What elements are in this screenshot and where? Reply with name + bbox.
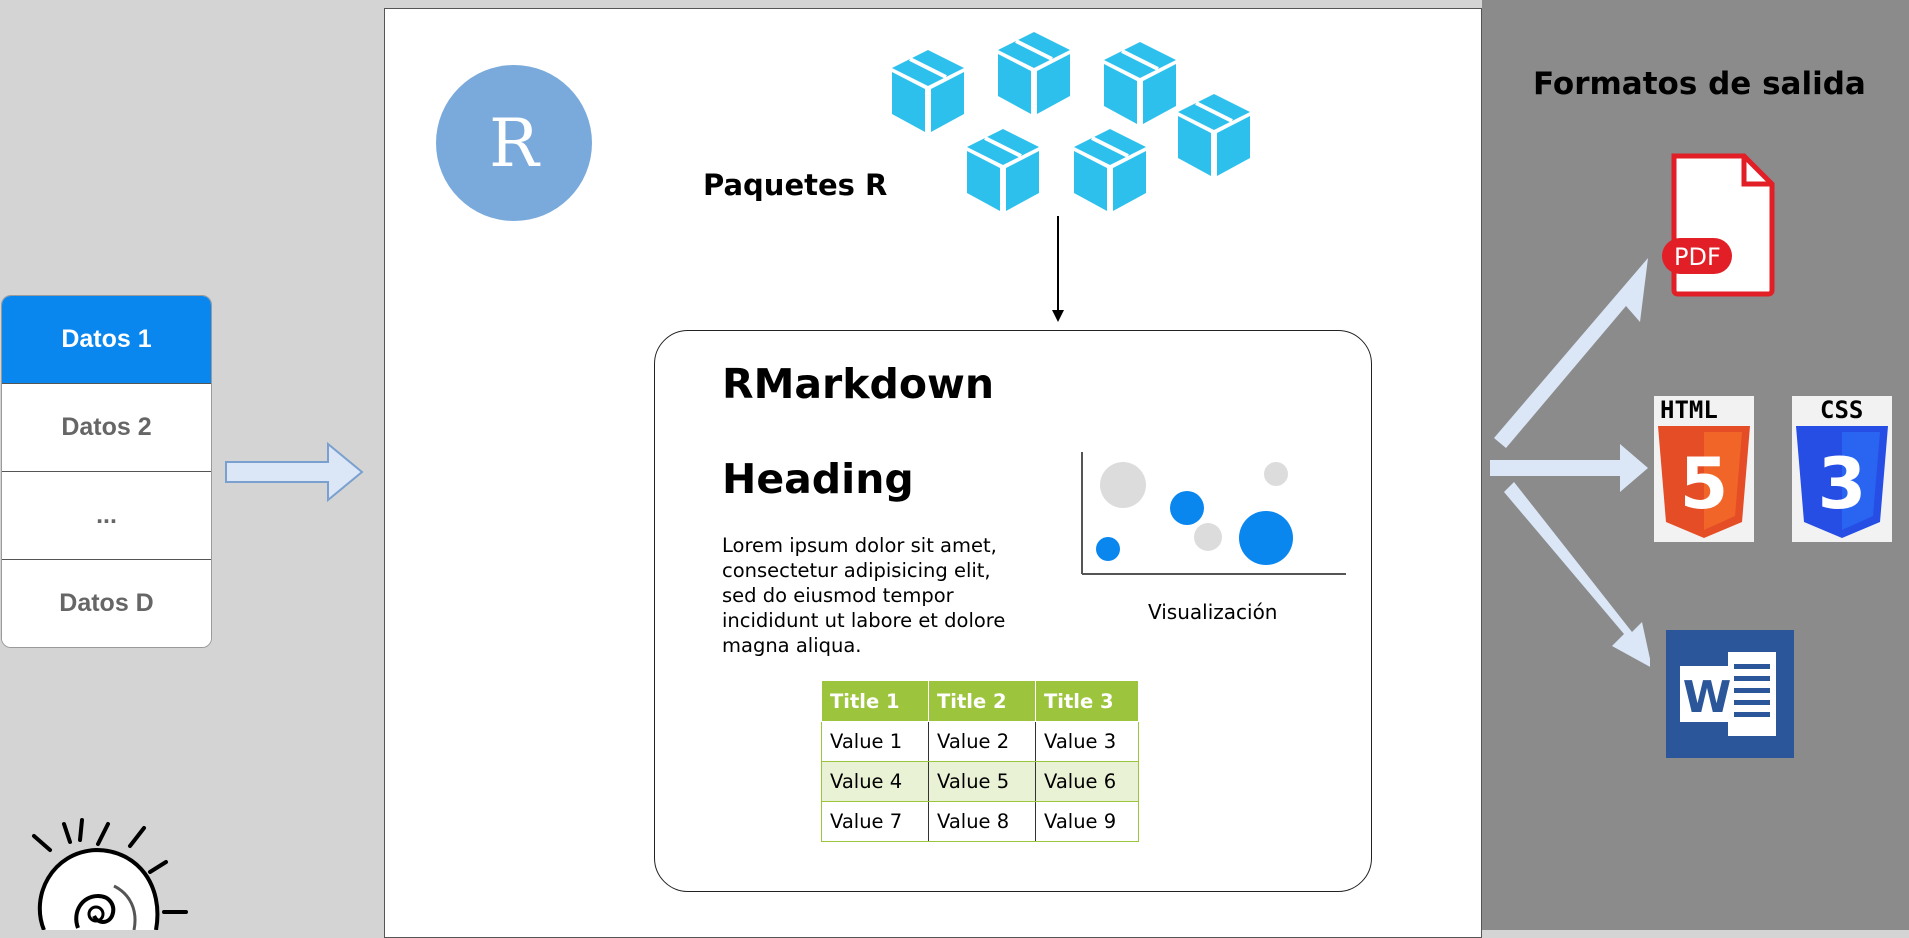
word-document-icon[interactable]: W <box>1666 630 1794 758</box>
bubble-mark <box>1239 511 1293 565</box>
data-sources-list: Datos 1 Datos 2 ... Datos D <box>1 295 212 648</box>
html5-icon[interactable]: HTML 5 <box>1654 396 1754 542</box>
data-source-item[interactable]: ... <box>2 471 211 559</box>
html-number: 5 <box>1680 443 1729 525</box>
table-header-cell: Title 1 <box>821 680 929 722</box>
body-line: consectetur adipisicing elit, <box>722 559 991 582</box>
table-cell: Value 1 <box>821 721 929 762</box>
pdf-label: PDF <box>1674 243 1721 271</box>
data-source-item[interactable]: Datos 1 <box>2 296 211 383</box>
packages-arrow-icon <box>1052 216 1064 322</box>
table-cell: Value 9 <box>1035 801 1139 842</box>
bubble-mark <box>1100 462 1146 508</box>
data-source-item[interactable]: Datos 2 <box>2 383 211 471</box>
html-label: HTML <box>1660 396 1718 424</box>
bubble-mark <box>1096 537 1120 561</box>
package-box-icon <box>1178 94 1250 176</box>
package-box-icon <box>1104 42 1176 124</box>
css-number: 3 <box>1818 443 1867 525</box>
table-header-row: Title 1 Title 2 Title 3 <box>821 680 1139 722</box>
table-row: Value 1 Value 2 Value 3 <box>821 721 1139 762</box>
package-box-icon <box>892 50 964 132</box>
input-arrow-icon <box>225 441 364 503</box>
body-line: Lorem ipsum dolor sit amet, <box>722 534 997 557</box>
css-label: CSS <box>1820 396 1863 424</box>
package-box-icon <box>1074 129 1146 211</box>
table-row: Value 4 Value 5 Value 6 <box>821 761 1139 802</box>
rmarkdown-heading: Heading <box>722 455 914 503</box>
table-cell: Value 4 <box>821 761 929 802</box>
table-header-cell: Title 2 <box>928 680 1036 722</box>
body-line: incididunt ut labore et dolore <box>722 609 1006 632</box>
table-cell: Value 2 <box>928 721 1036 762</box>
table-cell: Value 5 <box>928 761 1036 802</box>
rmarkdown-title: RMarkdown <box>722 360 995 408</box>
table-cell: Value 7 <box>821 801 929 842</box>
output-arrows-icon <box>1490 258 1650 667</box>
bubble-mark <box>1194 523 1222 551</box>
pdf-file-icon[interactable]: PDF <box>1660 152 1776 298</box>
table-cell: Value 6 <box>1035 761 1139 802</box>
table-cell: Value 8 <box>928 801 1036 842</box>
visualization-label: Visualización <box>1148 600 1278 624</box>
sample-table: Title 1 Title 2 Title 3 Value 1 Value 2 … <box>821 680 1139 842</box>
bubble-mark <box>1264 462 1288 486</box>
rmarkdown-body-text: Lorem ipsum dolor sit amet, consectetur … <box>722 533 1062 658</box>
package-box-icon <box>967 129 1039 211</box>
sun-doodle-icon <box>32 818 188 930</box>
table-row: Value 7 Value 8 Value 9 <box>821 801 1139 842</box>
word-label: W <box>1683 672 1732 723</box>
body-line: sed do eiusmod tempor <box>722 584 954 607</box>
data-source-item[interactable]: Datos D <box>2 559 211 647</box>
css3-icon[interactable]: CSS 3 <box>1792 396 1892 542</box>
output-formats-title: Formatos de salida <box>1533 66 1866 102</box>
bubble-mark <box>1170 491 1204 525</box>
packages-label: Paquetes R <box>703 168 888 202</box>
table-header-cell: Title 3 <box>1035 680 1139 722</box>
r-logo-icon: R <box>436 65 592 221</box>
bubble-chart-visualization <box>1081 452 1346 575</box>
table-cell: Value 3 <box>1035 721 1139 762</box>
body-line: magna aliqua. <box>722 634 862 657</box>
package-box-icon <box>998 32 1070 114</box>
